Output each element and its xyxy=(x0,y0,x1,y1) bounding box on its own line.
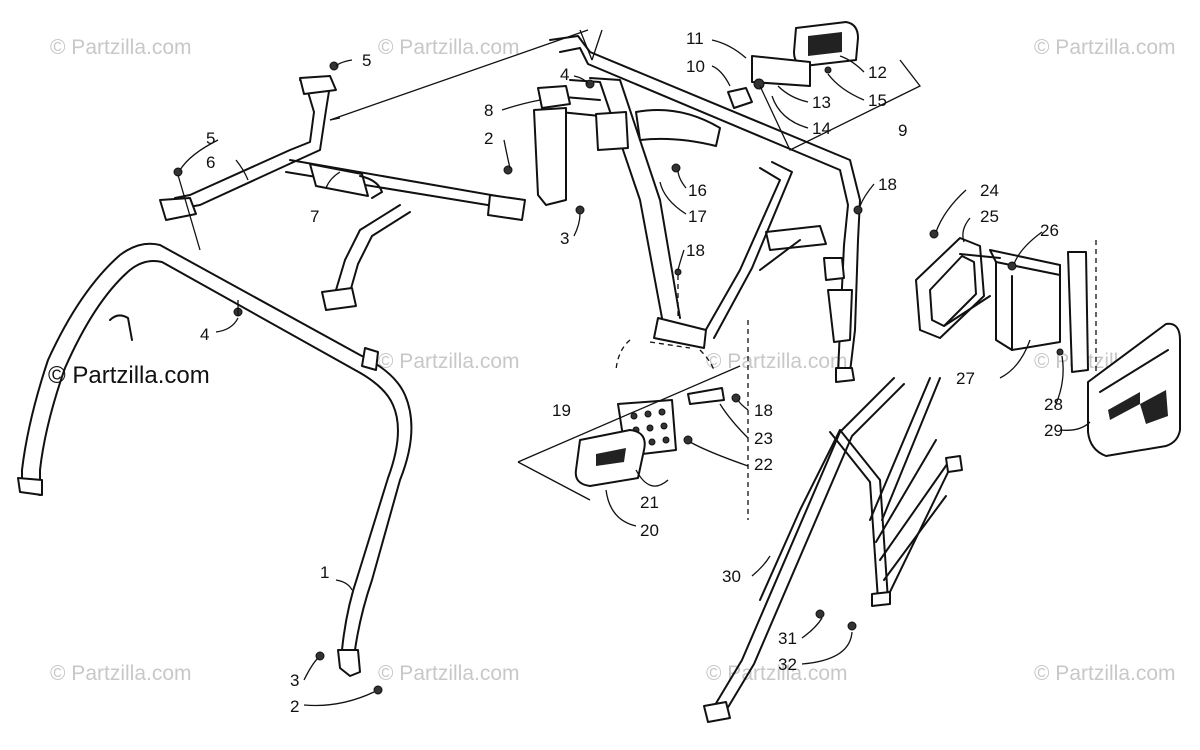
leader-lines xyxy=(179,39,1091,707)
callout-5-left: 5 xyxy=(206,129,215,148)
callout-18-lower: 18 xyxy=(754,401,773,420)
rear-light-plate xyxy=(574,387,725,487)
callout-19: 19 xyxy=(552,401,571,420)
watermark: © Partzilla.com xyxy=(50,662,192,685)
group-brackets xyxy=(177,29,921,520)
callout-32: 32 xyxy=(778,655,797,674)
callout-12: 12 xyxy=(868,63,887,82)
watermark: © Partzilla.com xyxy=(378,36,520,59)
callout-26: 26 xyxy=(1040,221,1059,240)
watermark: © Partzilla.com xyxy=(1034,662,1176,685)
callout-16: 16 xyxy=(688,181,707,200)
callout-23: 23 xyxy=(754,429,773,448)
callout-9: 9 xyxy=(898,121,907,140)
callout-20: 20 xyxy=(640,521,659,540)
callout-28: 28 xyxy=(1044,395,1063,414)
callout-22: 22 xyxy=(754,455,773,474)
callouts: 1 2 2 3 3 4 4 5 5 6 7 8 9 10 11 12 13 14… xyxy=(200,29,1063,716)
main-watermark: © Partzilla.com xyxy=(48,362,210,389)
callout-18-top: 18 xyxy=(878,175,897,194)
callout-10: 10 xyxy=(686,57,705,76)
callout-17: 17 xyxy=(688,207,707,226)
watermark: © Partzilla.com xyxy=(50,36,192,59)
taillight-assembly xyxy=(727,21,859,109)
watermark: © Partzilla.com xyxy=(378,662,520,685)
callout-4-top: 4 xyxy=(560,65,569,84)
rear-cage xyxy=(533,35,861,383)
callout-14: 14 xyxy=(812,119,831,138)
callout-25: 25 xyxy=(980,207,999,226)
side-net xyxy=(703,377,963,723)
callout-4-left: 4 xyxy=(200,325,209,344)
front-roll-hoop xyxy=(17,242,413,677)
watermark: © Partzilla.com xyxy=(706,350,848,373)
watermark: © Partzilla.com xyxy=(1034,36,1176,59)
callout-6: 6 xyxy=(206,153,215,172)
callout-11: 11 xyxy=(686,29,704,48)
callout-7: 7 xyxy=(310,207,319,226)
callout-18-mid: 18 xyxy=(686,241,705,260)
callout-8: 8 xyxy=(484,101,493,120)
callout-27: 27 xyxy=(956,369,975,388)
callout-1: 1 xyxy=(320,563,329,582)
callout-5-top: 5 xyxy=(362,51,371,70)
callout-13: 13 xyxy=(812,93,831,112)
callout-30: 30 xyxy=(722,567,741,586)
callout-15: 15 xyxy=(868,91,887,110)
watermark: © Partzilla.com xyxy=(378,350,520,373)
upper-brace xyxy=(159,75,526,311)
callout-2-upper: 2 xyxy=(484,129,493,148)
side-grille-assembly xyxy=(915,237,1181,457)
callout-24: 24 xyxy=(980,181,999,200)
callout-3-upper: 3 xyxy=(560,229,569,248)
callout-2-lower: 2 xyxy=(290,697,299,716)
watermark: © Partzilla.com xyxy=(706,662,848,685)
callout-29: 29 xyxy=(1044,421,1063,440)
callout-21: 21 xyxy=(640,493,659,512)
callout-31: 31 xyxy=(778,629,797,648)
callout-3-lower: 3 xyxy=(290,671,299,690)
